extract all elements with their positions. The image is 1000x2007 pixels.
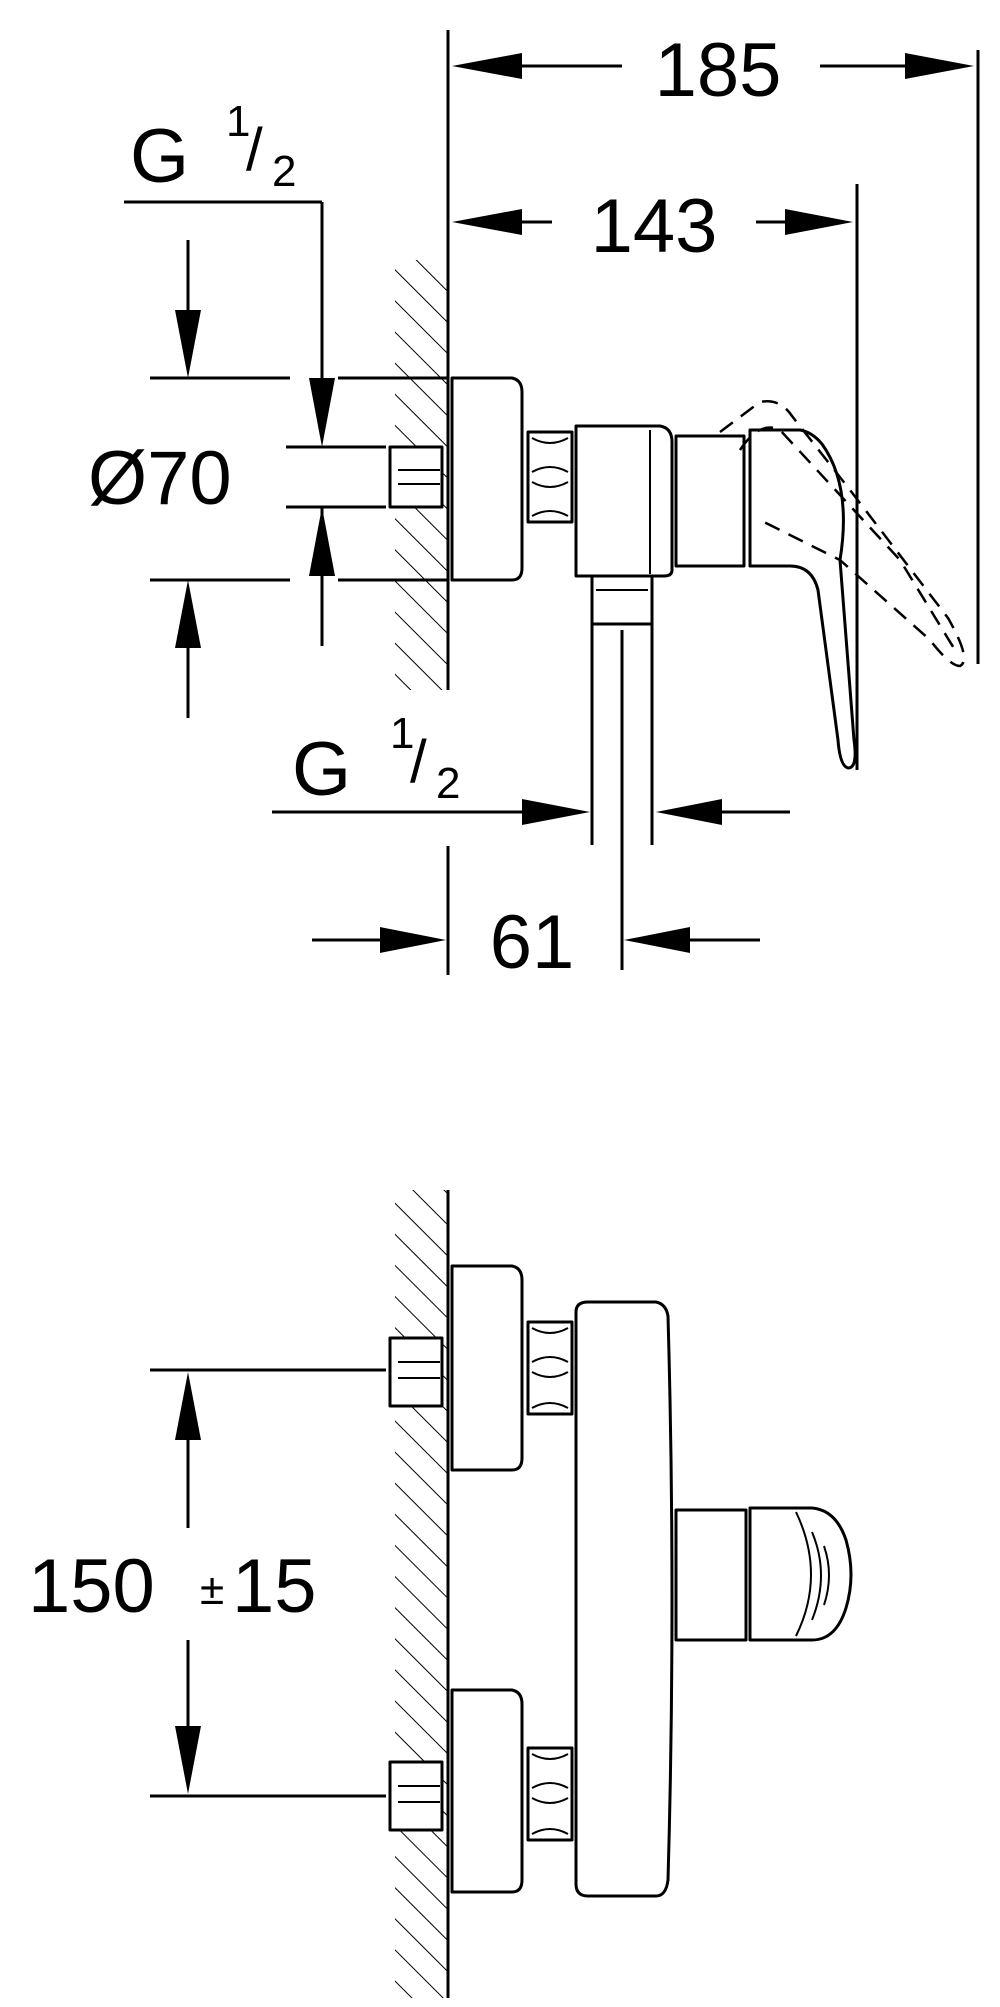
inlet-thread-denominator: 2: [272, 147, 296, 196]
outlet-thread-denominator: 2: [436, 759, 460, 808]
rosette-side: [450, 376, 524, 582]
front-view: 150 ± 15: [28, 1190, 853, 1998]
outlet-thread-letter: G: [292, 727, 351, 812]
cartridge-neck-front: [674, 1508, 748, 1642]
mixer-body-side: [574, 424, 674, 578]
dimension-diameter-70: Ø70: [88, 240, 448, 718]
outlet-thread-slash: /: [410, 728, 427, 795]
dimension-150-tolerance: 15: [232, 1544, 317, 1629]
hex-nut-side: [526, 430, 574, 524]
mixer-body-front: [574, 1300, 674, 1898]
dimension-61-label: 61: [490, 900, 575, 985]
outlet-thread: G 1 / 2: [272, 709, 790, 825]
dimension-diameter-70-label: Ø70: [88, 436, 232, 521]
dimension-185: 185: [446, 28, 980, 664]
inlet-nipple-side: [388, 445, 444, 509]
lever-neck-side: [674, 434, 746, 568]
side-view: 185 143 G 1 / 2: [88, 28, 980, 985]
dimension-143-label: 143: [591, 184, 718, 269]
dimension-185-label: 185: [655, 28, 782, 113]
lever-handle-side: [748, 428, 857, 770]
upper-inlet: [388, 1264, 574, 1472]
dimension-61: 61: [312, 846, 760, 985]
outlet-thread-numerator: 1: [390, 709, 414, 758]
dimension-143: 143: [452, 184, 859, 770]
dimension-150: 150 ± 15: [28, 1368, 386, 1798]
inlet-thread-slash: /: [246, 116, 263, 183]
lever-end-front: [748, 1506, 853, 1642]
lever-alt-position: [719, 400, 966, 668]
lower-inlet: [388, 1688, 574, 1894]
inlet-thread: G 1 / 2: [124, 97, 335, 646]
inlet-thread-numerator: 1: [226, 97, 250, 146]
wall-front: [395, 1190, 450, 1998]
dimension-150-pm: ±: [200, 1565, 224, 1614]
outlet-pipe-side: [590, 574, 654, 970]
inlet-thread-letter: G: [130, 114, 189, 199]
dimension-150-value: 150: [28, 1544, 155, 1629]
